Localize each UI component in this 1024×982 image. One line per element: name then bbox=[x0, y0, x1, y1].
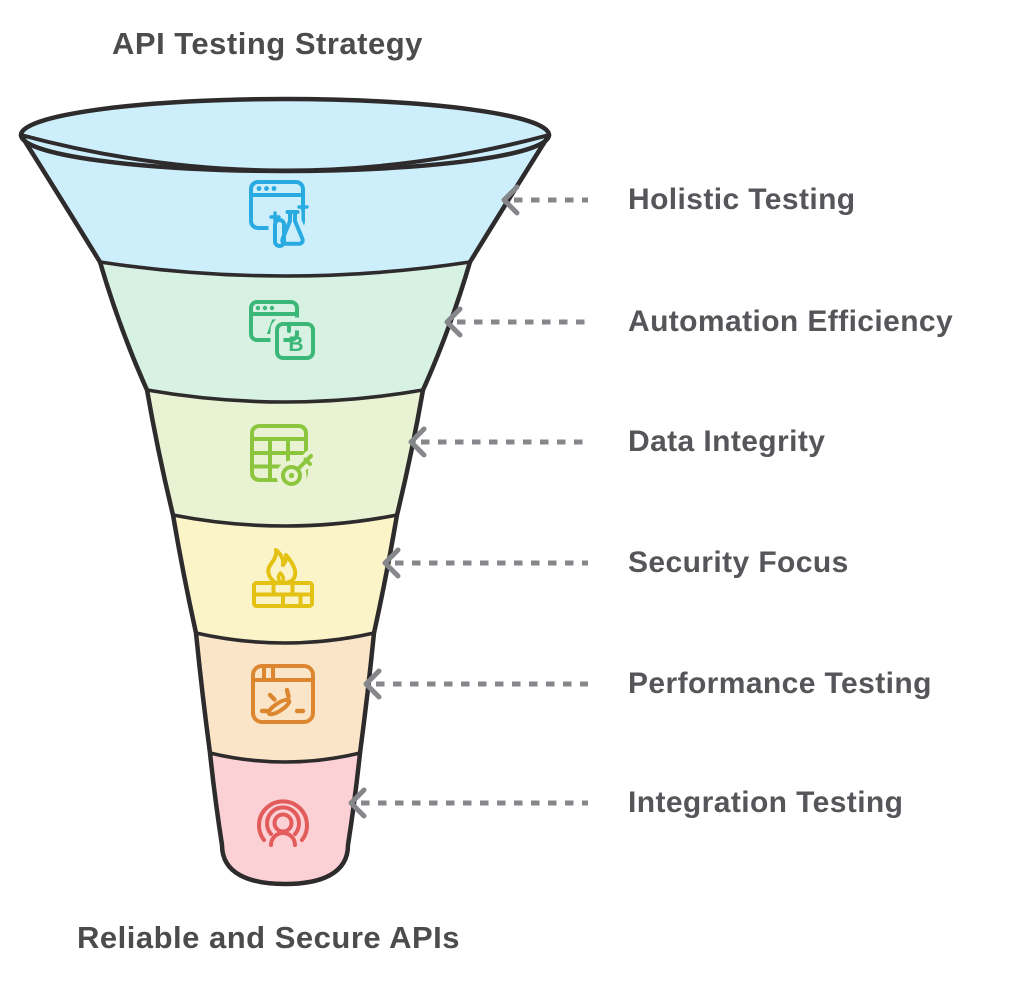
connector-arrow-data bbox=[408, 426, 588, 458]
left-arrowhead-icon bbox=[444, 306, 463, 338]
browser-flask-icon bbox=[249, 180, 310, 253]
funnel-band-data bbox=[147, 390, 423, 526]
svg-text:B: B bbox=[288, 333, 303, 356]
connector-arrows bbox=[348, 184, 588, 819]
ab-test-windows-icon: A B bbox=[249, 300, 320, 365]
funnel-outline bbox=[18, 132, 552, 887]
band-divider-1 bbox=[99, 260, 471, 278]
funnel-rim-lip-line bbox=[20, 133, 550, 173]
funnel-band-security bbox=[173, 515, 397, 643]
funnel-band-performance bbox=[196, 633, 374, 762]
left-arrowhead-icon bbox=[408, 426, 427, 458]
band-divider-5 bbox=[209, 751, 361, 764]
left-arrowhead-icon bbox=[348, 787, 367, 819]
level-label-data-integrity: Data Integrity bbox=[628, 425, 826, 458]
funnel-band-holistic bbox=[21, 135, 549, 276]
diagram-footer: Reliable and Secure APIs bbox=[77, 920, 461, 955]
band-dividers bbox=[99, 260, 471, 764]
level-label-integration-testing: Integration Testing bbox=[628, 786, 904, 819]
band-divider-2 bbox=[146, 388, 424, 404]
connector-arrow-automation bbox=[444, 306, 588, 338]
connector-arrow-performance bbox=[363, 668, 588, 700]
funnel-band-automation bbox=[100, 262, 470, 402]
firewall-flame-icon bbox=[252, 548, 314, 608]
level-label-holistic-testing: Holistic Testing bbox=[628, 183, 856, 216]
left-arrowhead-icon bbox=[501, 184, 520, 216]
table-key-icon bbox=[250, 424, 318, 491]
diagram-title: API Testing Strategy bbox=[112, 26, 423, 61]
level-label-security-focus: Security Focus bbox=[628, 546, 849, 579]
funnel-band-integration bbox=[210, 753, 360, 884]
left-arrowhead-icon bbox=[382, 547, 401, 579]
speedometer-window-icon bbox=[251, 664, 315, 724]
connector-arrow-integration bbox=[348, 787, 588, 819]
left-arrowhead-icon bbox=[363, 668, 382, 700]
connector-arrow-holistic bbox=[501, 184, 588, 216]
band-divider-4 bbox=[195, 631, 375, 645]
level-label-automation-efficiency: Automation Efficiency bbox=[628, 305, 954, 338]
funnel-top-rim bbox=[18, 96, 552, 174]
broadcast-person-icon bbox=[257, 799, 309, 847]
connector-arrow-security bbox=[382, 547, 588, 579]
level-label-performance-testing: Performance Testing bbox=[628, 667, 932, 700]
band-divider-3 bbox=[172, 513, 398, 528]
